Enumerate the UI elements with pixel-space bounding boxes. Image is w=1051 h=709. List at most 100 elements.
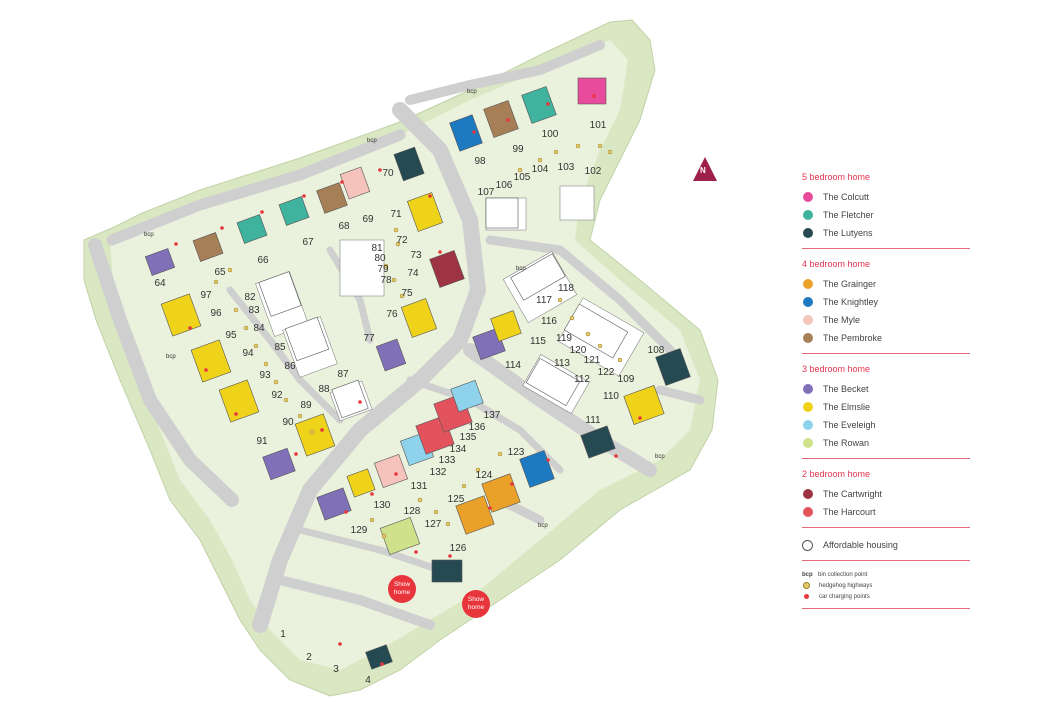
house-plot-82[interactable] — [258, 271, 302, 317]
hedgehog-highway-icon — [369, 517, 375, 523]
house-plot-70[interactable] — [393, 146, 425, 182]
charging-point-icon — [188, 326, 192, 330]
house-plot-129[interactable] — [316, 487, 352, 521]
house-plot-130[interactable] — [346, 468, 376, 498]
hedgehog-highway-icon — [243, 325, 249, 331]
house-plot-136[interactable] — [450, 379, 484, 413]
show-home-badge: Show home — [388, 575, 416, 603]
plot-number: 128 — [404, 506, 421, 517]
legend-item-label: The Lutyens — [823, 228, 873, 238]
house-plot-108[interactable] — [655, 348, 691, 386]
plot-number: 123 — [508, 447, 525, 458]
house-plot-126[interactable] — [431, 559, 463, 583]
charging-point-icon — [638, 416, 642, 420]
show-home-label: Show home — [467, 596, 485, 611]
house-plot-101[interactable] — [577, 77, 607, 105]
plot-number: 82 — [244, 292, 256, 303]
plot-number: 122 — [598, 367, 615, 378]
plot-number: 130 — [374, 500, 391, 511]
plot-number: 103 — [558, 162, 575, 173]
charging-point-icon — [414, 550, 418, 554]
plot-number: 99 — [512, 144, 524, 155]
plot-number: 70 — [382, 168, 394, 179]
house-plot-69[interactable] — [339, 166, 371, 200]
legend-key-item: hedgehog highways — [802, 580, 970, 591]
house-plot-111[interactable] — [580, 425, 616, 459]
plot-number: 108 — [648, 345, 665, 356]
house-plot-127[interactable] — [379, 516, 421, 556]
hedgehog-highway-icon — [297, 413, 303, 419]
house-plot-131[interactable] — [373, 453, 409, 489]
plot-number: 65 — [214, 267, 226, 278]
legend-key-label: car charging points — [819, 593, 870, 600]
hedgehog-highway-icon — [391, 277, 397, 283]
hedgehog-highway-icon — [213, 279, 219, 285]
color-swatch-icon — [803, 297, 813, 307]
house-plot-92[interactable] — [218, 379, 260, 423]
plot-number: 84 — [253, 323, 265, 334]
house-plot-117[interactable] — [510, 253, 566, 301]
plot-number: 101 — [590, 120, 607, 131]
house-plot-100[interactable] — [521, 86, 557, 124]
hedgehog-highway-icon — [253, 343, 259, 349]
hedgehog-highway-icon — [309, 429, 315, 435]
house-plot-110[interactable] — [623, 385, 665, 425]
color-swatch-icon — [803, 210, 813, 220]
hedgehog-highway-icon — [597, 343, 603, 349]
legend-item: The Knightley — [802, 293, 970, 311]
legend-item-label: The Knightley — [823, 297, 879, 307]
plot-number: 119 — [556, 333, 572, 344]
house-plot-125[interactable] — [455, 495, 495, 535]
hedgehog-icon — [803, 582, 810, 589]
plot-number: 2 — [306, 652, 312, 663]
hedgehog-highway-icon — [597, 143, 603, 149]
plot-number: 126 — [450, 543, 467, 554]
house-plot-115[interactable] — [490, 310, 522, 342]
color-swatch-icon — [803, 420, 813, 430]
charging-point-icon — [294, 452, 298, 456]
house-plot-90[interactable] — [294, 413, 336, 457]
house-plot-68[interactable] — [316, 182, 348, 214]
legend-item: The Pembroke — [802, 329, 970, 347]
house-plot-72[interactable] — [406, 192, 444, 232]
house-plot-64[interactable] — [144, 248, 176, 276]
plot-number: 116 — [541, 316, 557, 327]
charging-point-icon — [204, 368, 208, 372]
legend-item: The Elmslie — [802, 398, 970, 416]
house-plot-75[interactable] — [400, 298, 438, 338]
house-plot-87[interactable] — [331, 379, 369, 419]
legend-item-label: Affordable housing — [823, 540, 898, 550]
house-plot-74[interactable] — [429, 250, 465, 288]
house-plot-107[interactable] — [485, 197, 519, 229]
charging-point-icon — [380, 662, 384, 666]
house-plot-96[interactable] — [160, 293, 202, 337]
house-plot-94[interactable] — [190, 339, 232, 383]
house-plot-91[interactable] — [262, 447, 296, 481]
plot-number: 87 — [337, 369, 349, 380]
legend-item-label: The Becket — [823, 384, 869, 394]
charging-point-icon — [344, 510, 348, 514]
house-plot-66[interactable] — [236, 214, 268, 244]
house-plot-65[interactable] — [192, 232, 224, 262]
house-plot-67[interactable] — [278, 196, 310, 226]
house-plot-84[interactable] — [284, 316, 330, 362]
house-plot-112[interactable] — [525, 357, 581, 407]
hedgehog-highway-icon — [263, 361, 269, 367]
house-plot-123[interactable] — [519, 450, 555, 488]
legend-item: The Lutyens — [802, 224, 970, 242]
plot-number: 67 — [302, 237, 314, 248]
bcp-marker: bcp — [367, 138, 377, 144]
plot-number: 68 — [338, 221, 350, 232]
legend-heading: 3 bedroom home — [802, 364, 871, 374]
hedgehog-highway-icon — [475, 467, 481, 473]
plot-number: 95 — [225, 330, 237, 341]
plot-number: 88 — [318, 384, 330, 395]
road-network — [88, 40, 705, 633]
house-plot-77[interactable] — [375, 338, 407, 372]
plot-number: 86 — [284, 361, 296, 372]
house-plot-99[interactable] — [483, 100, 519, 138]
house-plot-98[interactable] — [449, 114, 483, 152]
legend-heading: 2 bedroom home — [802, 469, 871, 479]
charging-point-icon — [438, 250, 442, 254]
